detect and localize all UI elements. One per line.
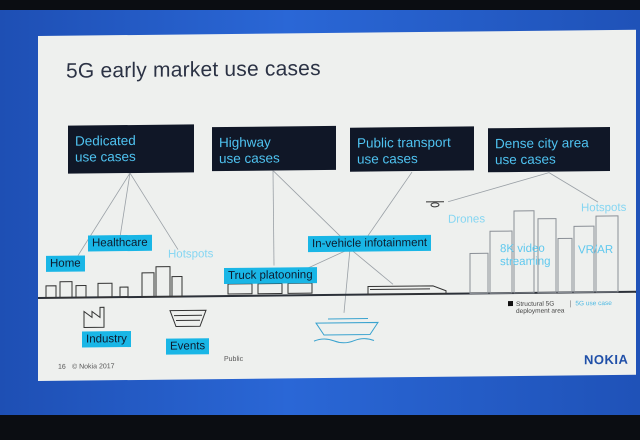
- drone-icon: [426, 201, 444, 208]
- nokia-logo: NOKIA: [584, 351, 629, 368]
- tag-infotainment: In-vehicle infotainment: [308, 234, 432, 253]
- ground-line: [38, 290, 636, 299]
- label-hotspots-left: Hotspots: [168, 248, 214, 261]
- ship-icon: [313, 318, 379, 344]
- copyright: © Nokia 2017: [72, 363, 115, 371]
- tag-industry: Industry: [82, 331, 131, 348]
- tag-events: Events: [166, 338, 210, 355]
- slide: 5G early market use cases Dedicated use …: [38, 29, 636, 382]
- legend-swatch: [508, 301, 513, 307]
- legend-structural-text: Structural 5G deployment area: [516, 300, 565, 315]
- page-number: 16: [58, 363, 66, 371]
- label-8k-video: 8K video streaming: [500, 242, 551, 269]
- label-hotspots-right: Hotspots: [581, 201, 627, 215]
- stadium-icon: [169, 309, 207, 328]
- tag-truck-platooning: Truck platooning: [224, 267, 317, 285]
- legend: Structural 5G deployment area 5G use cas…: [508, 299, 612, 315]
- factory-icon: [83, 306, 105, 329]
- tag-home: Home: [46, 255, 85, 272]
- classification: Public: [224, 355, 244, 364]
- label-drones: Drones: [448, 213, 486, 226]
- legend-structural: Structural 5G deployment area: [508, 300, 564, 315]
- scene-illustration: [38, 170, 636, 344]
- legend-usecase: 5G use case: [570, 299, 612, 308]
- tag-healthcare: Healthcare: [88, 234, 152, 252]
- label-vr-ar: VR/AR: [578, 243, 614, 257]
